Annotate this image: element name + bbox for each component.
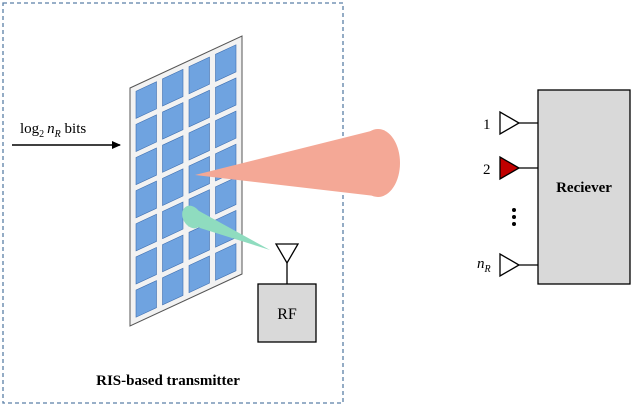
ris-element <box>135 114 157 152</box>
ris-element <box>162 201 184 240</box>
receiver-antenna-nr: nR <box>477 252 538 278</box>
ris-element <box>162 168 184 206</box>
ris-element <box>162 135 184 173</box>
feed-beam <box>186 206 270 250</box>
ris-element <box>135 147 157 186</box>
input-label-var: n <box>47 121 55 137</box>
ris-element <box>188 89 210 128</box>
ris-element <box>188 56 210 95</box>
antenna-nr-icon <box>499 252 521 278</box>
ris-element <box>215 110 237 149</box>
antenna-1-label: 1 <box>483 117 491 133</box>
receiver-box <box>537 89 631 285</box>
main-beam-cap <box>356 129 400 197</box>
ris-element <box>162 234 184 273</box>
ris-element <box>188 122 210 161</box>
transmitter-boundary <box>2 2 344 404</box>
ris-element <box>135 81 157 119</box>
rf-chain-box <box>257 283 317 343</box>
receiver-label: Reciever <box>556 180 612 196</box>
main-beam <box>195 130 375 196</box>
receiver-antenna-2: 2 <box>483 155 538 181</box>
ris-element <box>162 267 184 306</box>
input-label-prefix: log <box>20 121 40 137</box>
ris-element <box>135 246 157 285</box>
antenna-2-icon <box>499 155 521 181</box>
antenna-nr-label: nR <box>477 256 491 275</box>
input-label-base: 2 <box>39 129 44 140</box>
ris-element <box>135 280 157 318</box>
ris-element <box>215 44 237 82</box>
ris-element <box>162 102 184 140</box>
rf-antenna-icon <box>274 243 300 284</box>
ris-element <box>162 68 184 107</box>
antenna-1-icon <box>499 110 521 136</box>
input-label-sub: R <box>54 129 61 140</box>
transmitter-caption: RIS-based transmitter <box>96 373 240 389</box>
receiver-antenna-1: 1 <box>483 110 538 136</box>
antenna-2-label: 2 <box>483 162 491 178</box>
ris-panel <box>129 35 243 327</box>
feed-beam-cap <box>182 205 202 229</box>
ris-element <box>135 180 157 219</box>
antenna-ellipsis <box>512 208 516 226</box>
ris-element <box>215 77 237 116</box>
ris-element <box>215 243 237 281</box>
ris-element <box>188 255 210 294</box>
input-label-suffix: bits <box>61 121 87 137</box>
ris-element <box>215 176 237 215</box>
rf-label: RF <box>277 306 297 323</box>
ris-element <box>135 213 157 252</box>
